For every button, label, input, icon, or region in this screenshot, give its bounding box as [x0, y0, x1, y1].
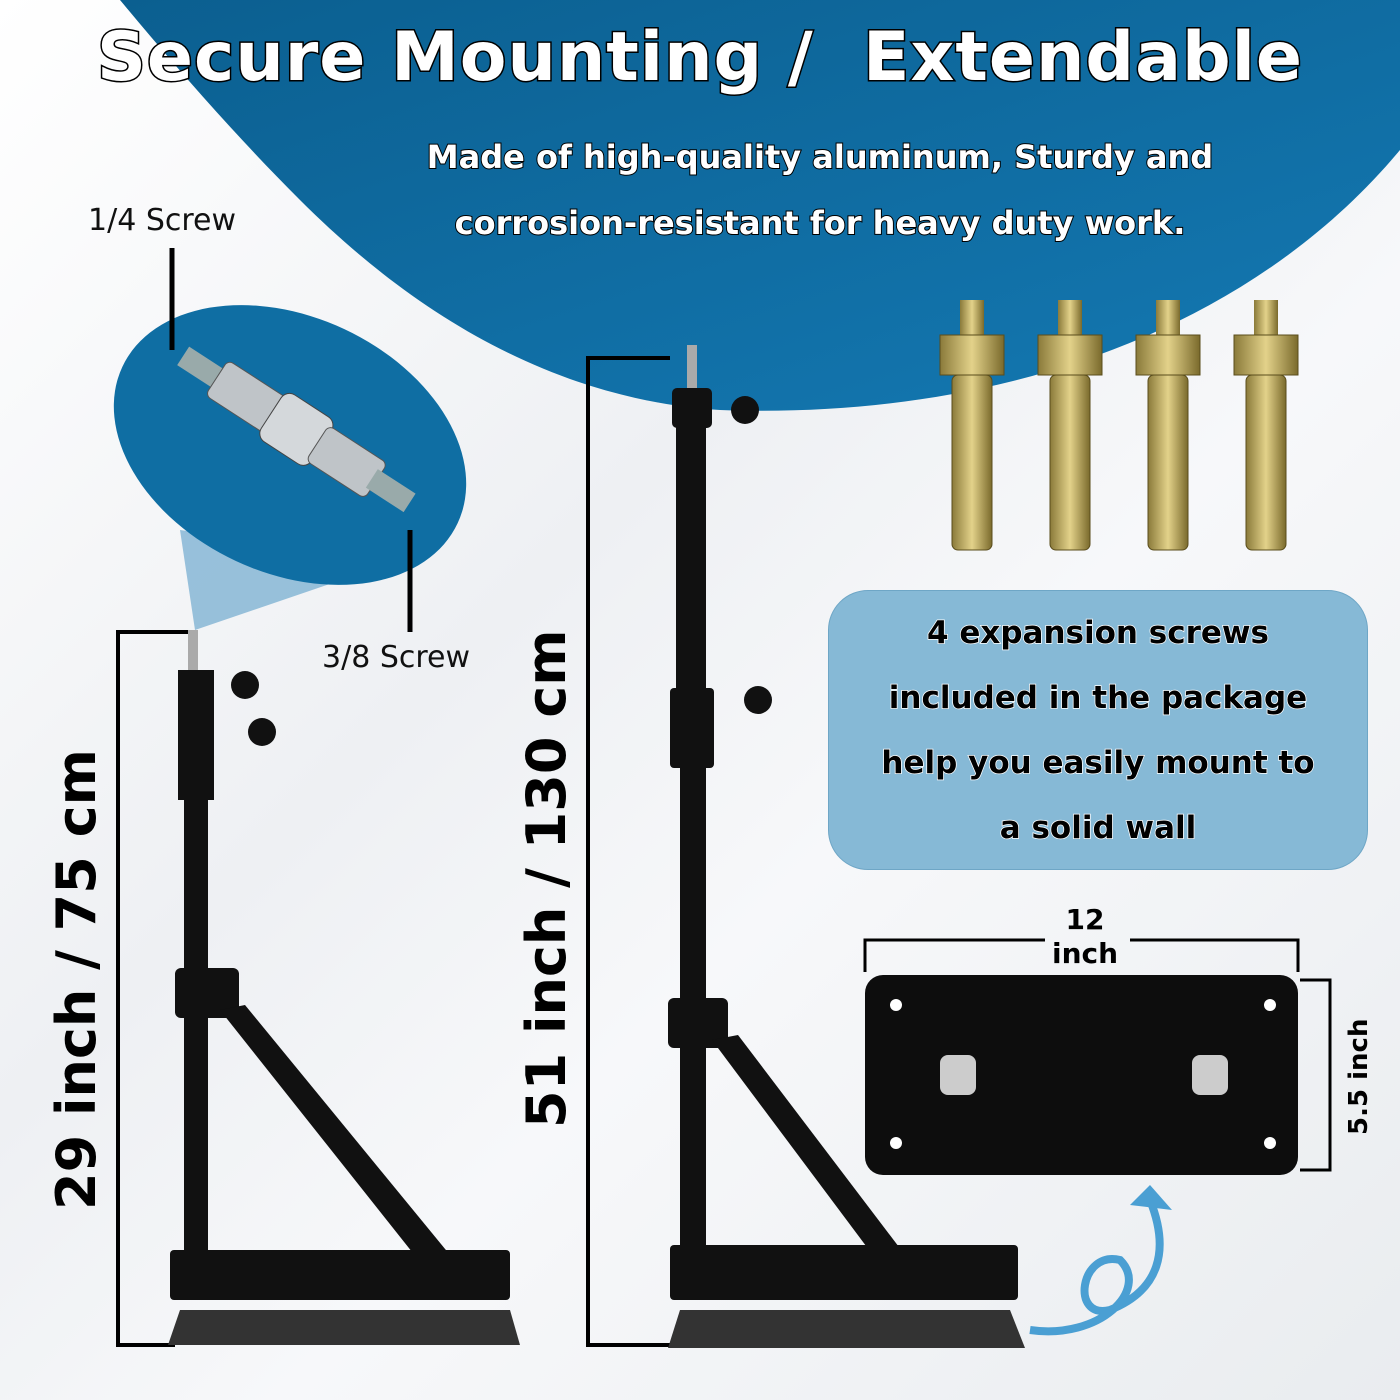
subtitle-line-2: corrosion-resistant for heavy duty work.: [454, 203, 1187, 243]
subtitle-line-1: Made of high-quality aluminum, Sturdy an…: [426, 137, 1214, 177]
tall-stand-height: 51 inch / 130 cm: [515, 629, 578, 1128]
plate-width-value: 12: [1065, 903, 1105, 936]
short-stand: [168, 630, 520, 1345]
plate-height-label: 5.5 inch: [1344, 1018, 1374, 1135]
info-line: 4 expansion screws: [926, 614, 1270, 652]
plate-width-unit: inch: [1051, 937, 1119, 970]
expansion-bolts: [939, 300, 1299, 551]
three-eighths-screw-label: 3/8 Screw: [322, 640, 471, 675]
tall-stand: [668, 345, 1025, 1348]
page-title: Secure Mounting / Extendable: [95, 17, 1304, 99]
mounting-plate: [865, 975, 1298, 1175]
curved-arrow-icon: [1029, 1198, 1164, 1336]
plate-width-label: 12 inch: [1040, 903, 1130, 971]
quarter-inch-screw-label: 1/4 Screw: [88, 203, 237, 238]
info-line: included in the package: [888, 679, 1308, 717]
short-stand-height: 29 inch / 75 cm: [45, 749, 108, 1210]
info-line: help you easily mount to: [881, 744, 1316, 782]
info-line: a solid wall: [999, 809, 1197, 847]
expansion-screws-info: 4 expansion screws included in the packa…: [828, 590, 1368, 870]
